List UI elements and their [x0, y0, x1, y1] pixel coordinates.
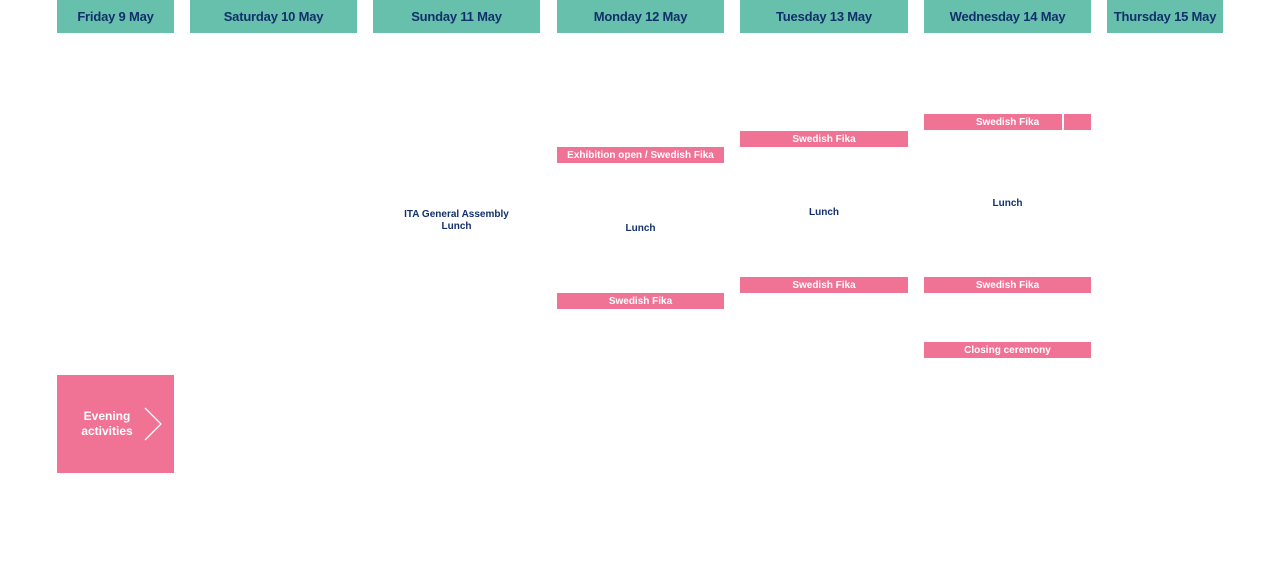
day-header-monday[interactable]: Monday 12 May — [557, 0, 724, 33]
exhibition-fika-event[interactable]: Exhibition open / Swedish Fika — [557, 147, 724, 163]
evening-activities-label: Evening activities — [81, 409, 133, 438]
day-header-tuesday[interactable]: Tuesday 13 May — [740, 0, 908, 33]
tuesday-lunch-label: Lunch — [809, 207, 839, 218]
monday-fika-event[interactable]: Swedish Fika — [557, 293, 724, 309]
day-header-sunday[interactable]: Sunday 11 May — [373, 0, 540, 33]
wednesday-lunch-label: Lunch — [992, 198, 1023, 209]
general-assembly-label: ITA General Assembly — [404, 209, 509, 220]
closing-ceremony-event[interactable]: Closing ceremony — [924, 342, 1091, 358]
sunday-events: ITA General Assembly Lunch — [373, 209, 540, 233]
day-header-saturday[interactable]: Saturday 10 May — [190, 0, 357, 33]
chevron-right-icon — [144, 407, 162, 441]
day-header-friday[interactable]: Friday 9 May — [57, 0, 174, 33]
monday-lunch-label: Lunch — [625, 223, 656, 234]
day-header-thursday[interactable]: Thursday 15 May — [1107, 0, 1223, 33]
day-header-wednesday[interactable]: Wednesday 14 May — [924, 0, 1091, 33]
wednesday-afternoon-fika-event[interactable]: Swedish Fika — [924, 277, 1091, 293]
lunch-label: Lunch — [441, 221, 472, 232]
wednesday-morning-fika-label: Swedish Fika — [975, 116, 1040, 128]
tuesday-morning-fika-event[interactable]: Swedish Fika — [740, 131, 908, 147]
event-divider — [1062, 114, 1064, 130]
wednesday-morning-fika-event[interactable]: Swedish Fika — [924, 114, 1091, 130]
evening-activities-button[interactable]: Evening activities — [57, 375, 174, 473]
tuesday-afternoon-fika-event[interactable]: Swedish Fika — [740, 277, 908, 293]
